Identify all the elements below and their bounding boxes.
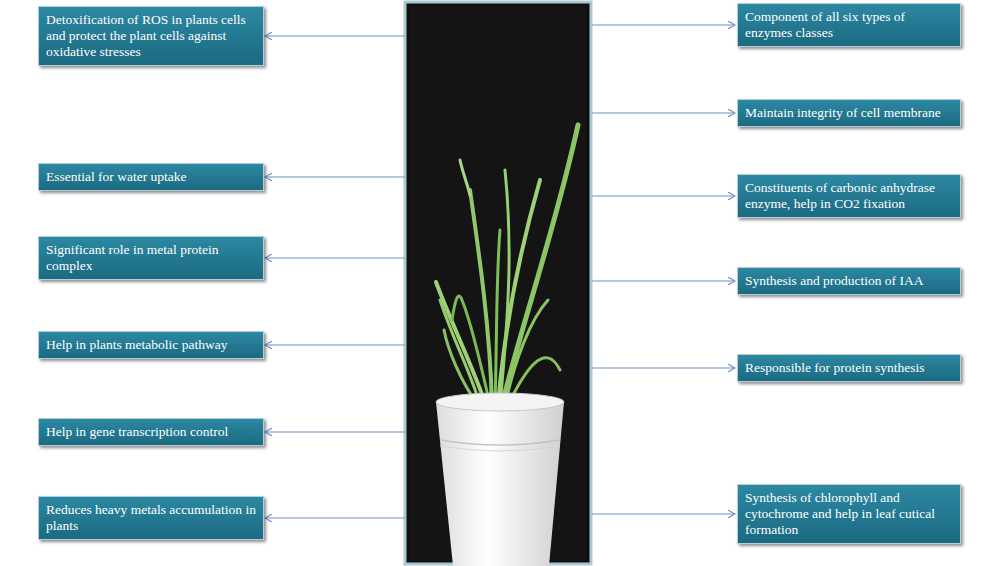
function-box: Detoxification of ROS in plants cells an…: [38, 6, 264, 66]
box-text: Responsible for protein synthesis: [745, 360, 953, 376]
function-box: Maintain integrity of cell membrane: [737, 99, 961, 127]
box-text: Synthesis and production of IAA: [745, 273, 953, 289]
box-text: Significant role in metal protein comple…: [46, 242, 256, 274]
foam-cup: [436, 393, 564, 566]
plant-leaves: [436, 125, 578, 405]
box-text: Constituents of carbonic anhydrase enzym…: [745, 180, 953, 212]
function-box: Reduces heavy metals accumulation in pla…: [38, 496, 264, 540]
function-box: Synthesis of chlorophyll and cytochrome …: [737, 484, 961, 544]
function-box: Help in gene transcription control: [38, 418, 264, 446]
box-text: Synthesis of chlorophyll and cytochrome …: [745, 490, 953, 538]
function-box: Essential for water uptake: [38, 163, 264, 191]
function-box: Constituents of carbonic anhydrase enzym…: [737, 174, 961, 218]
box-text: Reduces heavy metals accumulation in pla…: [46, 502, 256, 534]
box-text: Detoxification of ROS in plants cells an…: [46, 12, 256, 60]
box-text: Maintain integrity of cell membrane: [745, 105, 953, 121]
function-box: Responsible for protein synthesis: [737, 354, 961, 382]
box-text: Help in gene transcription control: [46, 424, 256, 440]
box-text: Essential for water uptake: [46, 169, 256, 185]
leader-arrows: [265, 25, 735, 518]
function-box: Synthesis and production of IAA: [737, 267, 961, 295]
function-box: Significant role in metal protein comple…: [38, 236, 264, 280]
function-box: Help in plants metabolic pathway: [38, 331, 264, 359]
box-text: Component of all six types of enzymes cl…: [745, 9, 953, 41]
function-box: Component of all six types of enzymes cl…: [737, 3, 961, 47]
box-text: Help in plants metabolic pathway: [46, 337, 256, 353]
